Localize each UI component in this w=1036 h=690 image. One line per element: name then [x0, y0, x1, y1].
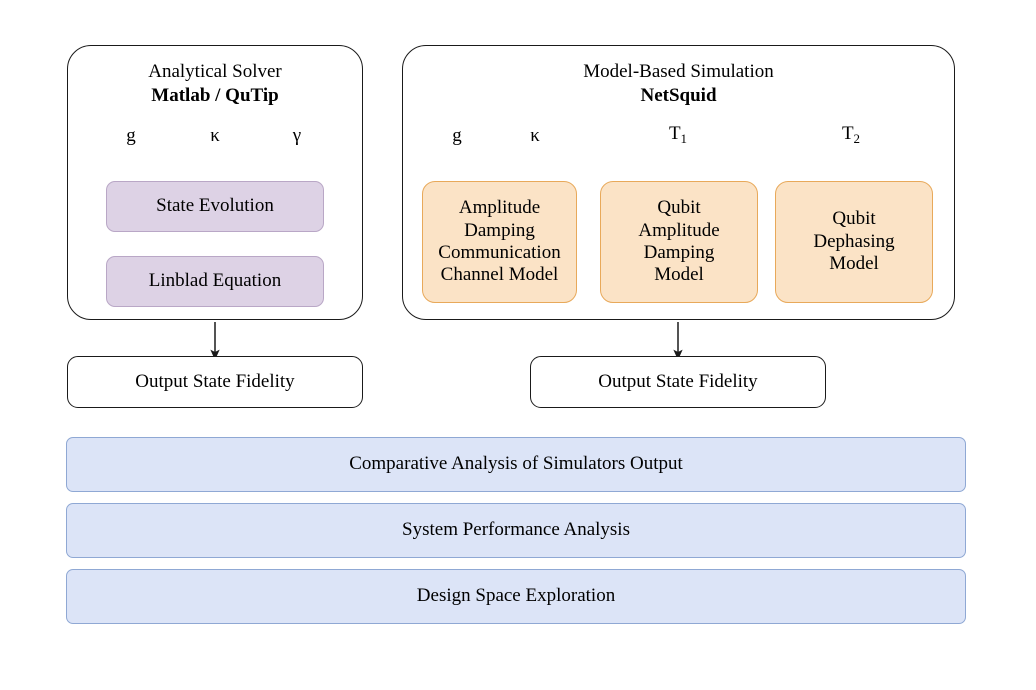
box-qubit-dephasing-model-text: Qubit Dephasing Model: [813, 208, 894, 275]
line-4: Channel Model: [440, 264, 559, 286]
box-output-state-fidelity-right-label: Output State Fidelity: [598, 370, 758, 392]
param-label-g-left: g: [126, 125, 136, 146]
line-1: Qubit: [657, 197, 701, 219]
analytical-solver-title-line1: Analytical Solver: [148, 61, 282, 82]
line-2: Amplitude: [638, 219, 720, 241]
model-based-simulation-title-line2: NetSquid: [640, 85, 717, 107]
line-2: Damping: [464, 219, 535, 241]
box-qubit-amplitude-damping-model[interactable]: Qubit Amplitude Damping Model: [600, 181, 758, 303]
model-based-simulation-title-line1: Model-Based Simulation: [583, 61, 774, 82]
box-linblad-equation[interactable]: Linblad Equation: [106, 256, 324, 307]
line-4: Model: [654, 264, 704, 286]
param-label-gamma-left: γ: [292, 125, 302, 146]
param-label-t1: T1: [668, 123, 688, 146]
box-linblad-equation-label: Linblad Equation: [148, 270, 282, 292]
box-output-state-fidelity-left-label: Output State Fidelity: [135, 370, 295, 392]
param-label-g-right: g: [452, 125, 462, 146]
analytical-solver-title-line2: Matlab / QuTip: [151, 85, 279, 107]
box-state-evolution-label: State Evolution: [156, 195, 274, 217]
line-2: Dephasing: [813, 230, 895, 252]
bar-design-space-exploration[interactable]: Design Space Exploration: [66, 569, 966, 624]
box-amplitude-damping-channel-model[interactable]: Amplitude Damping Communication Channel …: [422, 181, 577, 303]
model-based-simulation-title: Model-Based Simulation NetSquid: [403, 60, 954, 109]
box-qubit-dephasing-model[interactable]: Qubit Dephasing Model: [775, 181, 933, 303]
param-label-kappa-left: κ: [210, 125, 220, 146]
box-qubit-amplitude-damping-model-text: Qubit Amplitude Damping Model: [638, 197, 719, 287]
line-3: Communication: [438, 242, 561, 263]
box-output-state-fidelity-left[interactable]: Output State Fidelity: [67, 356, 363, 408]
bar-comparative-analysis-label: Comparative Analysis of Simulators Outpu…: [349, 453, 683, 475]
box-amplitude-damping-channel-model-text: Amplitude Damping Communication Channel …: [438, 197, 560, 287]
line-3: Model: [829, 253, 879, 275]
bar-comparative-analysis[interactable]: Comparative Analysis of Simulators Outpu…: [66, 437, 966, 492]
line-1: Amplitude: [458, 197, 541, 219]
box-output-state-fidelity-right[interactable]: Output State Fidelity: [530, 356, 826, 408]
analytical-solver-title: Analytical Solver Matlab / QuTip: [68, 60, 362, 109]
line-1: Qubit: [832, 208, 876, 230]
bar-system-performance-analysis[interactable]: System Performance Analysis: [66, 503, 966, 558]
bar-design-space-exploration-label: Design Space Exploration: [416, 585, 616, 607]
bar-system-performance-analysis-label: System Performance Analysis: [402, 519, 630, 541]
param-label-t2: T2: [841, 123, 861, 146]
param-label-kappa-right: κ: [530, 125, 540, 146]
box-state-evolution[interactable]: State Evolution: [106, 181, 324, 232]
line-3: Damping: [643, 242, 715, 263]
